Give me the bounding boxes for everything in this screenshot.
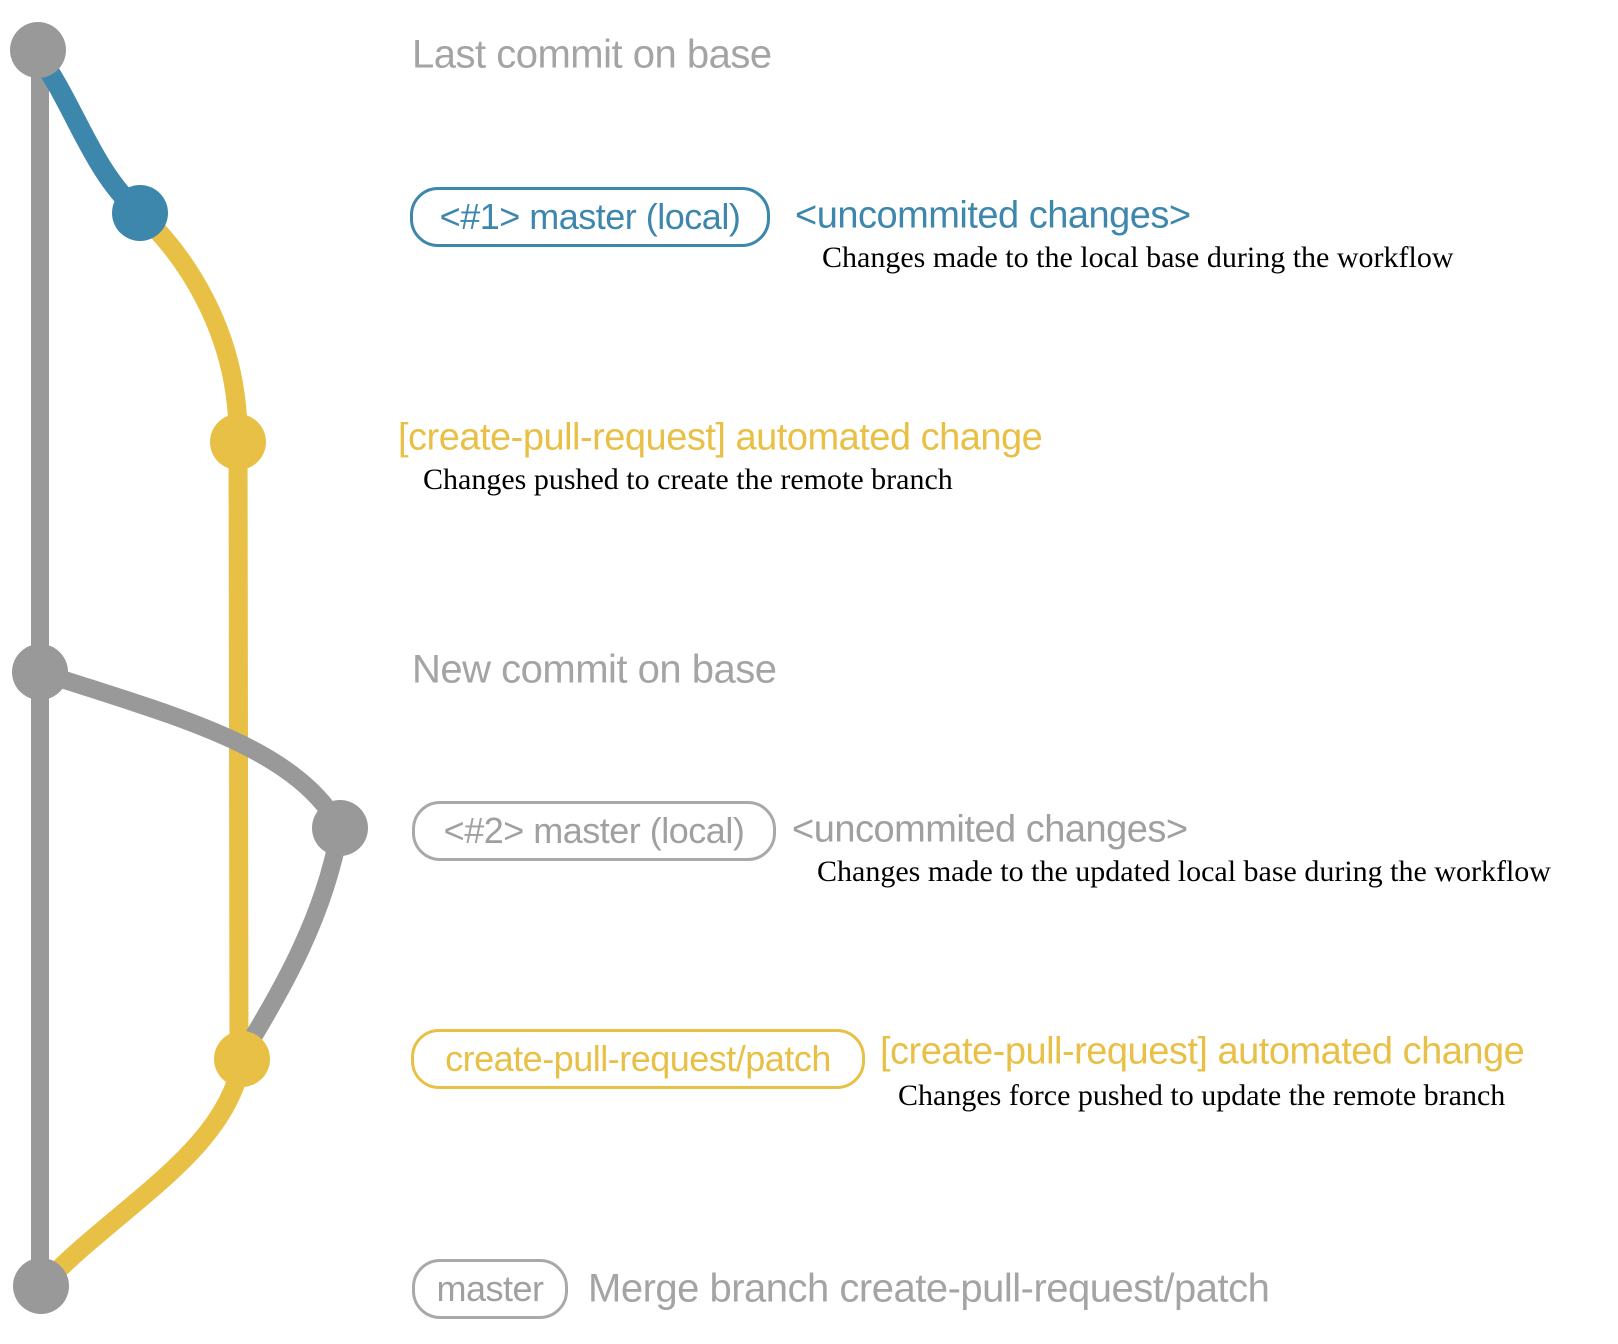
- label-automated-change-1: [create-pull-request] automated change: [398, 416, 1043, 459]
- patch-branch-line: [130, 203, 249, 1069]
- rebase-curve-2: [235, 819, 349, 1061]
- rebase-curve-1: [31, 663, 349, 837]
- commit-dot-patch-1: [210, 414, 266, 470]
- badge-create-pull-request-patch: create-pull-request/patch: [411, 1029, 865, 1089]
- badge-master: master: [412, 1259, 568, 1319]
- git-graph: [10, 22, 368, 1314]
- label-new-commit-on-base: New commit on base: [412, 647, 777, 692]
- commit-dot-merge: [13, 1258, 69, 1314]
- label-automated-change-2: [create-pull-request] automated change: [880, 1030, 1525, 1073]
- patch-merge-curve: [36, 1049, 252, 1292]
- desc-automated-change-2: Changes force pushed to update the remot…: [898, 1079, 1506, 1112]
- label-merge-branch: Merge branch create-pull-request/patch: [588, 1266, 1270, 1311]
- desc-uncommited-changes-1: Changes made to the local base during th…: [822, 241, 1454, 274]
- desc-uncommited-changes-2: Changes made to the updated local base d…: [817, 855, 1551, 888]
- label-uncommited-changes-2: <uncommited changes>: [792, 808, 1188, 851]
- commit-dot-new-base: [12, 644, 68, 700]
- commit-dot-last-base: [10, 22, 66, 78]
- desc-automated-change-1: Changes pushed to create the remote bran…: [423, 463, 953, 496]
- badge-master-local-1: <#1> master (local): [410, 187, 770, 247]
- label-last-commit-on-base: Last commit on base: [412, 32, 772, 77]
- badge-master-local-2: <#2> master (local): [412, 801, 776, 861]
- commit-dot-local-2: [312, 800, 368, 856]
- label-uncommited-changes-1: <uncommited changes>: [795, 194, 1191, 237]
- commit-dot-patch-2: [214, 1031, 270, 1087]
- commit-dot-local-1: [112, 185, 168, 241]
- local-branch-curve: [28, 45, 150, 223]
